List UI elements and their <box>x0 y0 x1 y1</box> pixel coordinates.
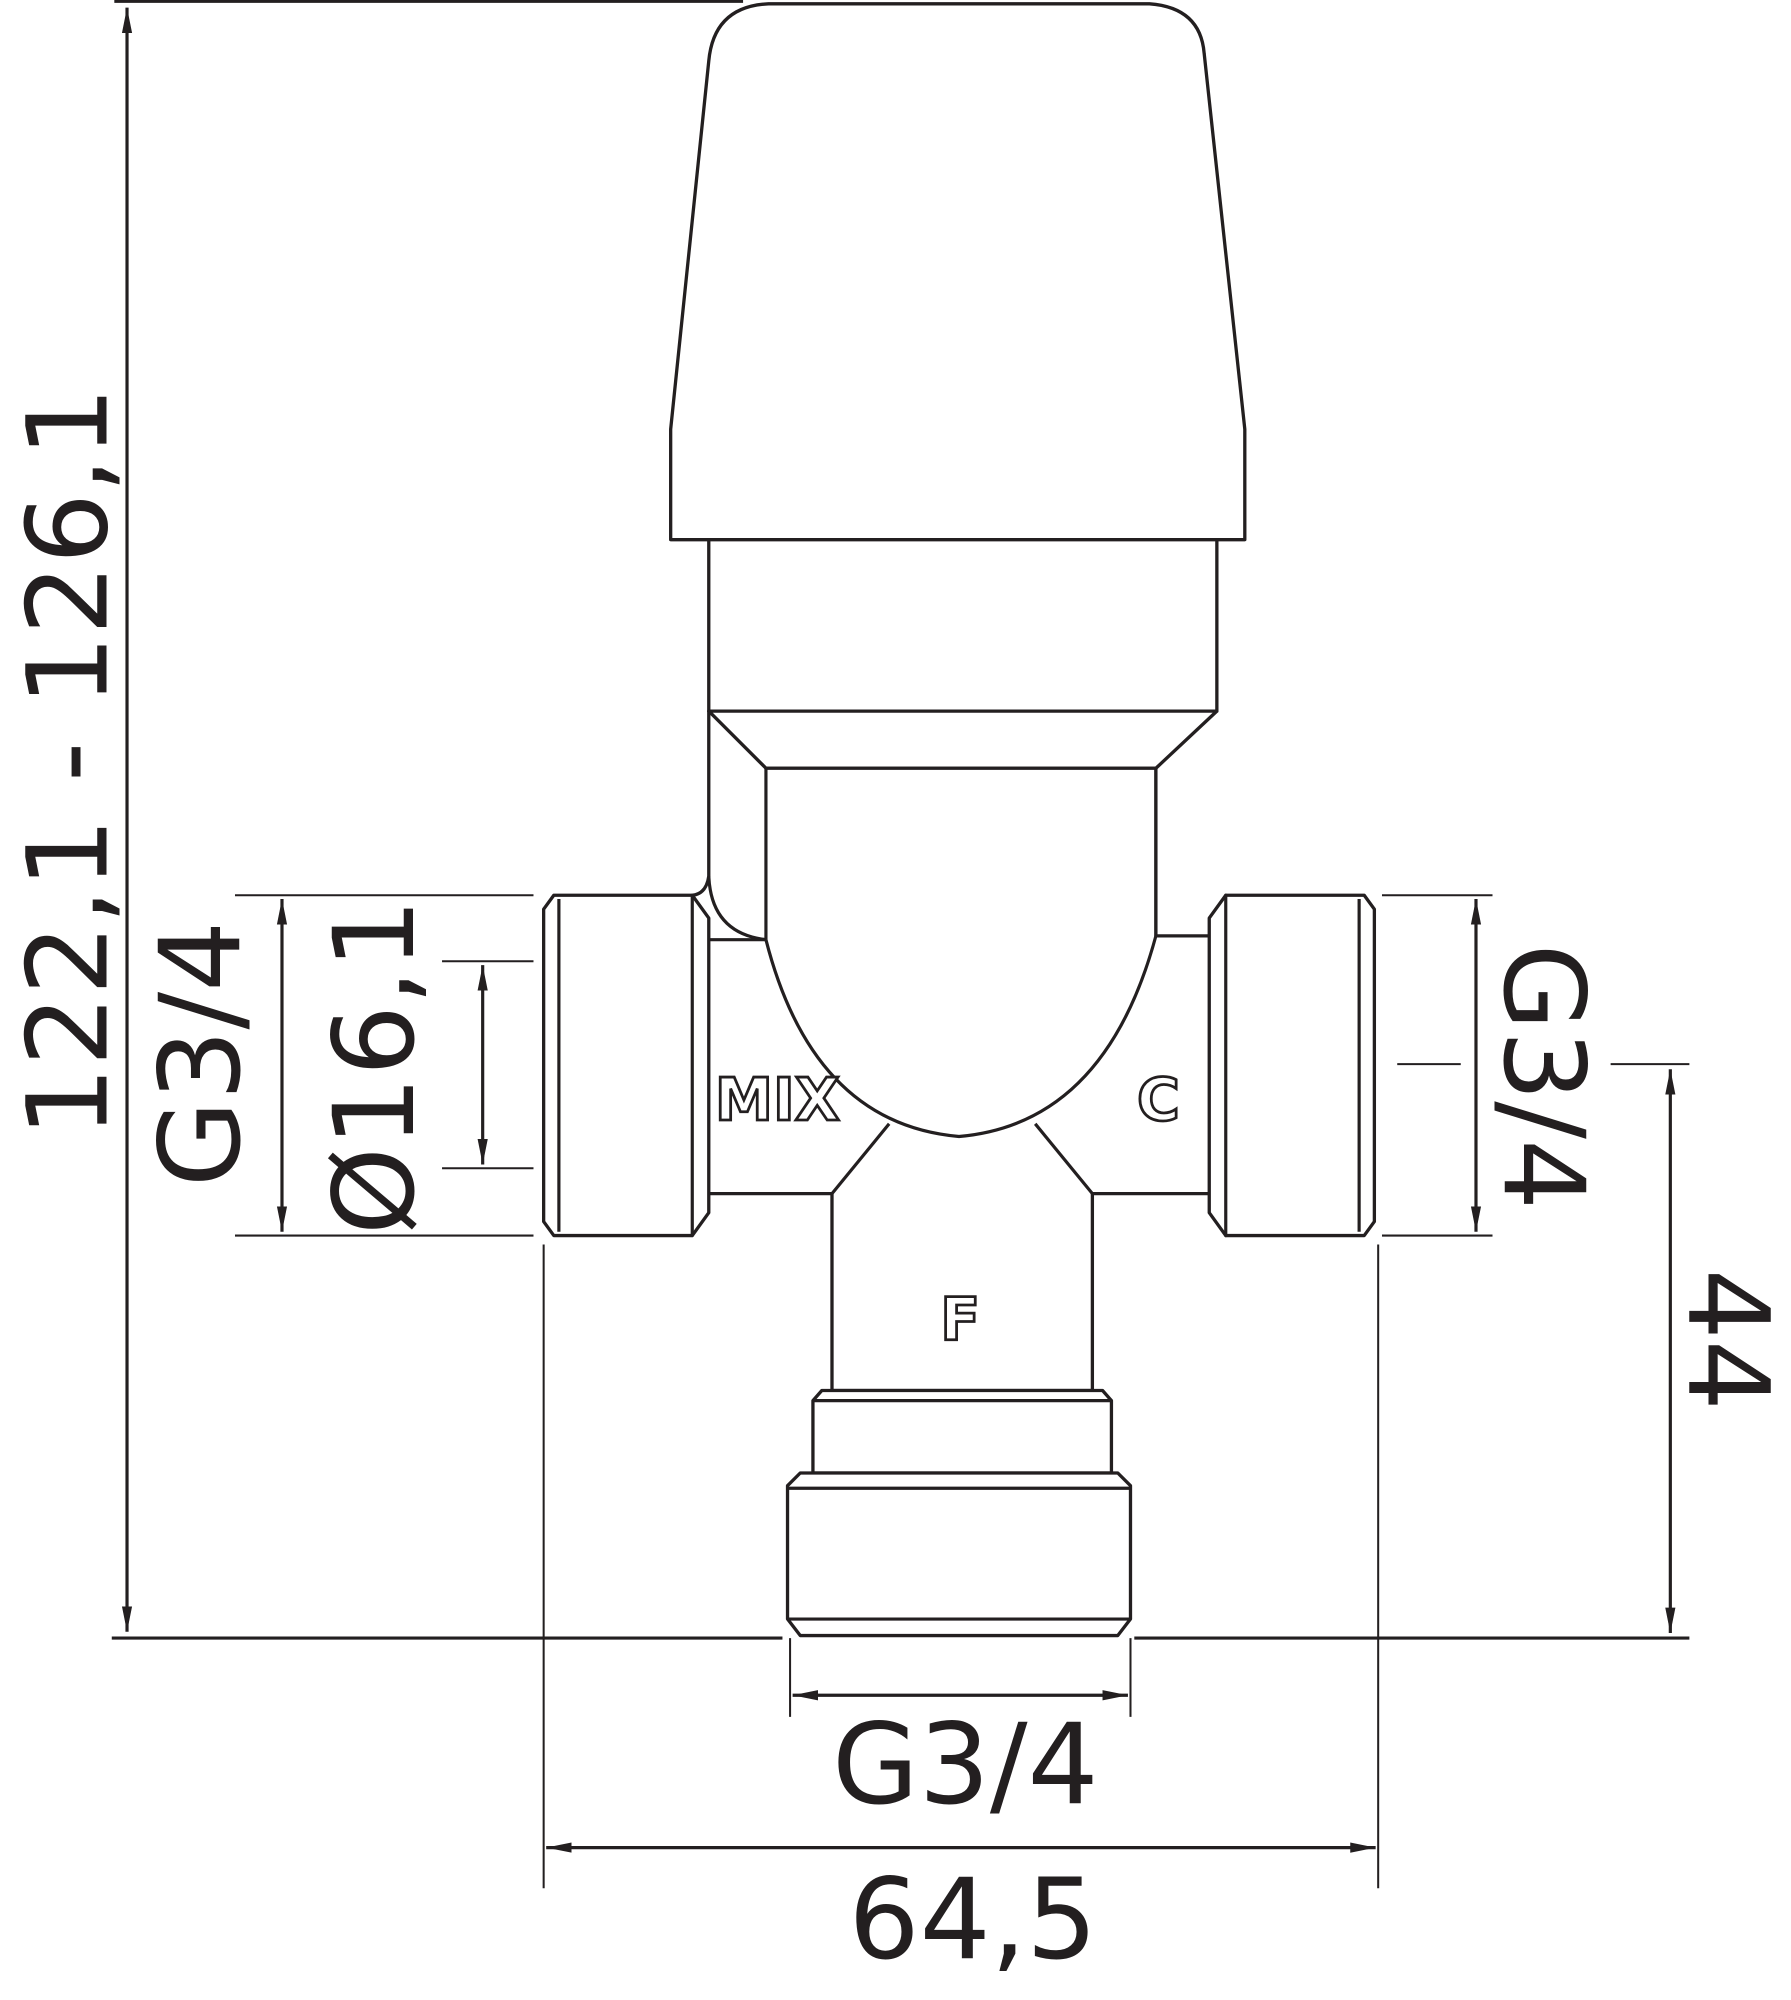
neck <box>707 538 1219 713</box>
right-nut <box>1207 893 1377 1238</box>
inner-diameter-label: Ø16,1 <box>310 898 440 1235</box>
left-thread-dimension: G3/4 <box>136 894 534 1237</box>
right-thread-dimension: G3/4 <box>1381 894 1608 1237</box>
valve-body: MIX C F <box>541 2 1377 1638</box>
inner-diameter-dimension: Ø16,1 <box>310 898 534 1235</box>
left-thread-label: G3/4 <box>136 921 266 1187</box>
left-nut <box>541 893 711 1238</box>
port-label-f: F <box>940 1286 980 1354</box>
right-thread-label: G3/4 <box>1478 944 1608 1210</box>
overall-height-label: 122,1 - 126,1 <box>4 386 134 1137</box>
port-label-c: C <box>1137 1066 1180 1134</box>
bottom-height-label: 44 <box>1662 1269 1791 1411</box>
bottom-thread-label: G3/4 <box>832 1700 1098 1830</box>
thermostatic-cap <box>669 2 1247 542</box>
bottom-nut <box>785 1471 1133 1638</box>
bottom-thread-dimension: G3/4 <box>789 1638 1132 1830</box>
overall-height-dimension: 122,1 - 126,1 <box>4 0 1690 1640</box>
port-label-mix: MIX <box>715 1066 840 1134</box>
overall-width-dimension: 64,5 <box>542 1244 1380 1985</box>
bottom-collar <box>811 1388 1114 1475</box>
overall-width-label: 64,5 <box>849 1855 1098 1985</box>
bottom-height-dimension: 44 <box>1610 1063 1791 1634</box>
